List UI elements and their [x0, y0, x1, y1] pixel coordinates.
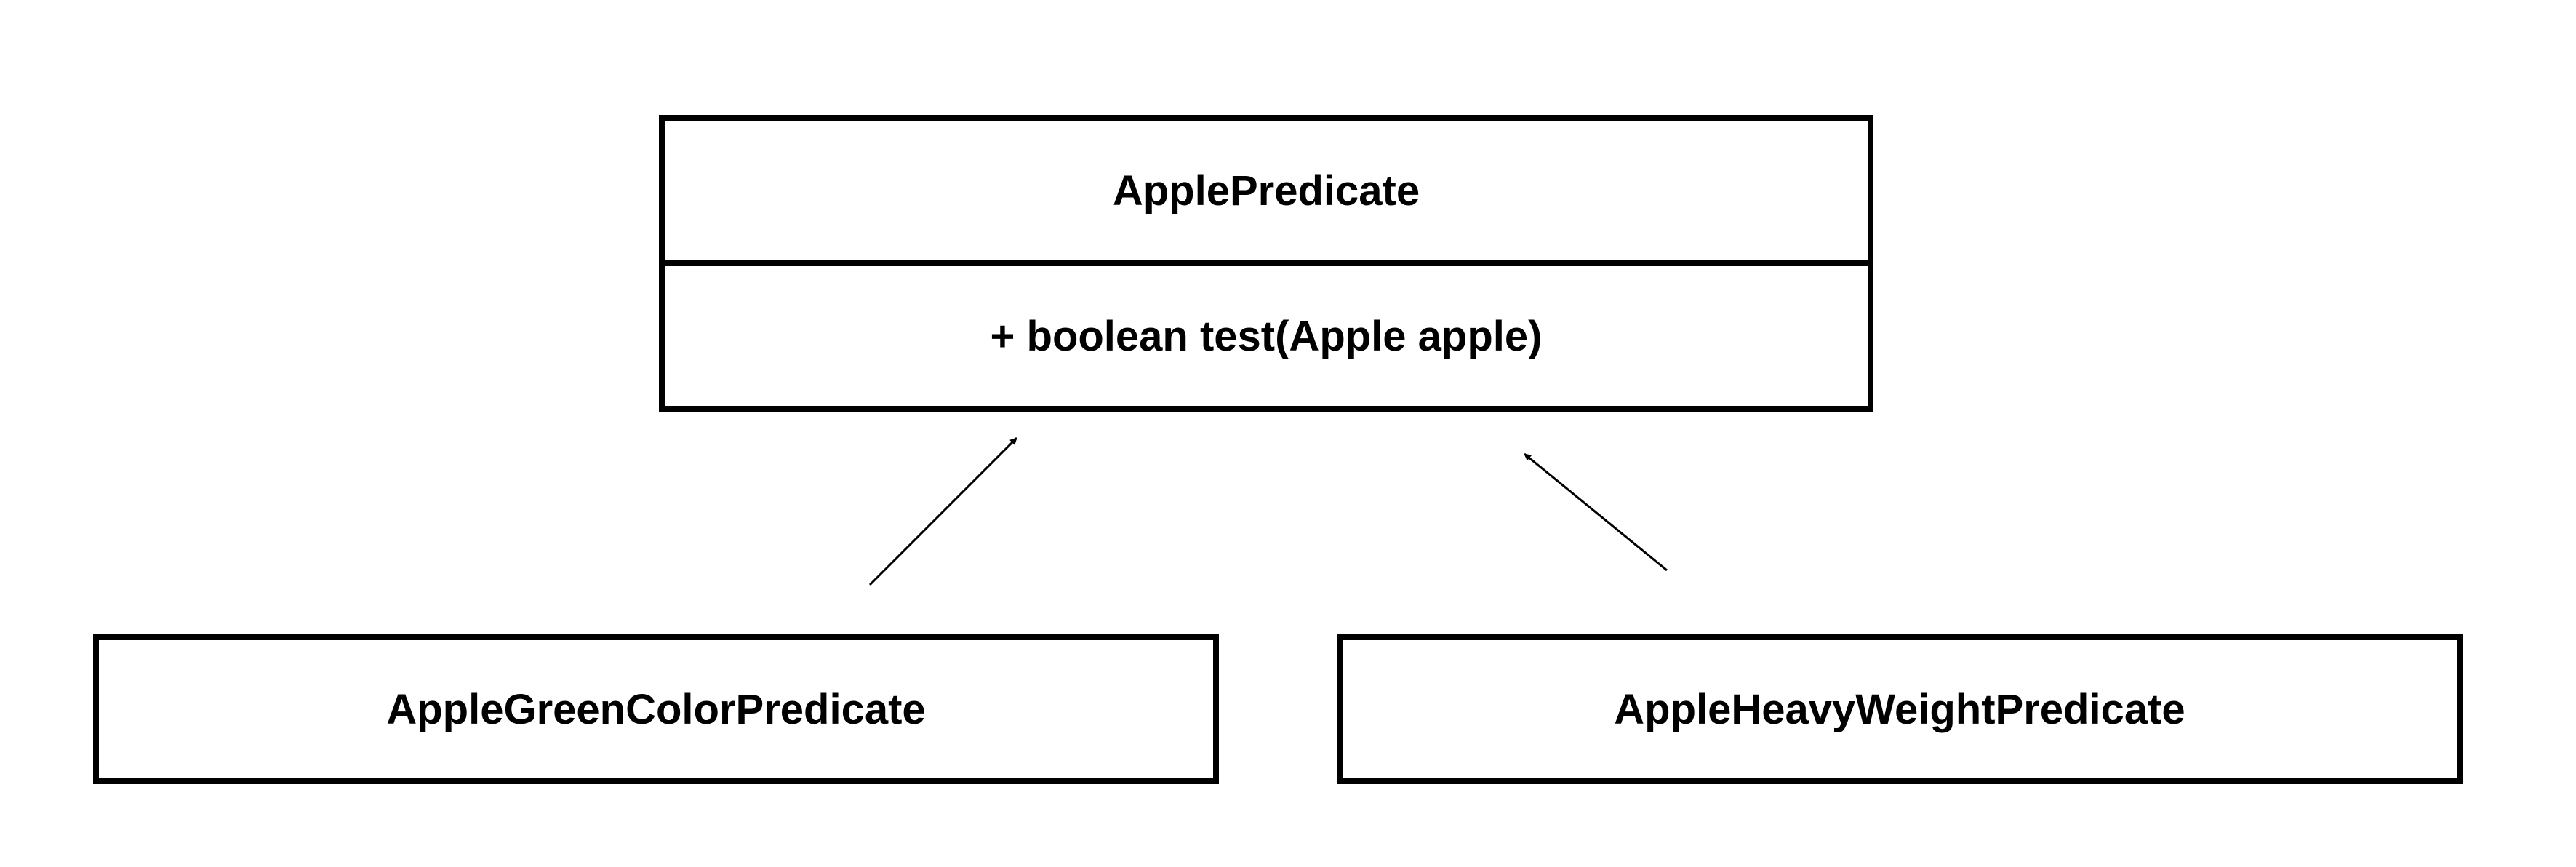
arrow-green-to-interface — [868, 436, 1018, 586]
class-box-apple-green-color-predicate: AppleGreenColorPredicate — [93, 634, 1219, 784]
class-name-green-color: AppleGreenColorPredicate — [386, 685, 926, 733]
interface-box-apple-predicate: ApplePredicate + boolean test(Apple appl… — [659, 115, 1873, 412]
arrow-heavy-to-interface — [1524, 452, 1668, 572]
class-box-apple-heavy-weight-predicate: AppleHeavyWeightPredicate — [1337, 634, 2463, 784]
interface-method: + boolean test(Apple apple) — [990, 312, 1543, 360]
class-name-heavy-weight: AppleHeavyWeightPredicate — [1614, 685, 2185, 733]
interface-name: ApplePredicate — [665, 121, 1868, 266]
